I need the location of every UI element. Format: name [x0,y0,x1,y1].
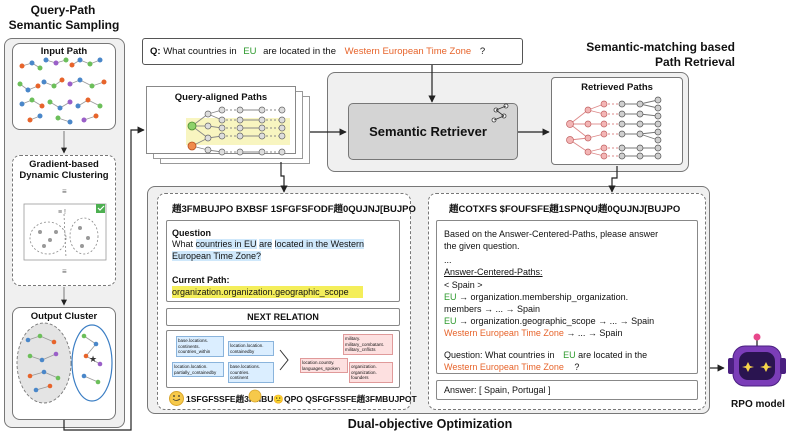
path2-rest: → organization.geographic_scope → ... → … [459,316,655,326]
path1: EU → organization.membership_organizatio… [444,291,628,303]
question2-line2: Western European Time Zone ? [444,361,579,373]
retrieved-paths-label: Retrieved Paths [581,82,653,93]
path1-line2: members → ... → Spain [444,304,541,314]
next-relation-label: NEXT RELATION [247,312,319,322]
right-opt-header: 趙COTXFS $FOUFSFE趙1SPNQU趙0QUJNJ[BUJPO [449,204,681,215]
relation-left-4: base.locations. countries. continent [228,362,274,383]
current-path-label: Current Path: [172,275,230,285]
spain-tag: < Spain > [444,280,483,290]
question-part4: European Time Zone? [172,251,262,261]
relation-left-3: location.location. partially_containedby [172,362,224,377]
answer-card [436,380,698,400]
relation-right-1: military. military_combatant. military_c… [343,334,393,355]
left-opt-header: 趙3FMBUJPO BXBSF 1SFGFSFODF趙0QUJNJ[BUJPO [172,204,416,215]
clustering-label-2: Dynamic Clustering [19,170,109,181]
path3: Western European Time Zone → ... → Spain [444,327,622,339]
smile-emoji-icon [169,391,184,406]
left-panel-title-2: Semantic Sampling [8,18,120,32]
relation-right-2: location.country. languages_spoken [300,358,348,373]
preference-footer: 1SFGFSSFE趙3FMBU😕QPO QSFGFSSFE趙3FMBUJPOT [186,394,417,404]
question-part1: What [172,239,194,249]
output-cluster-graphic: ★ [16,322,113,404]
optimization-title: Dual-objective Optimization [347,417,513,431]
input-path-graphs [19,59,105,123]
clustering-label-1: Gradient-based [29,159,99,170]
semantic-retriever-label: Semantic Retriever [369,124,487,139]
acp-label: Answer-Centered-Paths: [444,267,543,277]
path2-eu: EU [444,316,457,326]
prompt-card [436,220,698,374]
query-box [142,38,523,65]
semantic-retriever-box [348,103,518,160]
retrieval-title-1: Semantic-matching based [586,40,735,54]
prompt-line2: the given question. [444,241,520,251]
svg-text:≡: ≡ [62,187,67,196]
query-aligned-label: Query-aligned Paths [174,92,268,103]
retrieval-title-2: Path Retrieval [654,55,735,69]
smile-face-detail [172,395,181,401]
path1-rest: → organization.membership_organization. [459,292,629,302]
frown-emoji-icon [248,389,262,403]
answer-text: Answer: [ Spain, Portugal ] [444,385,551,395]
query-part1: What countries in [163,46,237,57]
q2-end: ? [574,362,580,372]
question2-line1: Question: What countries in EU are locat… [444,349,647,361]
query-aligned-tree [186,106,290,156]
question-line1: What countries in EU are located in the … [172,238,364,250]
relation-left-1: base.locations. continents. countries_wi… [176,336,224,357]
arrow-cluster-to-paths [63,126,145,431]
query-eu: EU [243,46,257,57]
input-path-label: Input Path [40,46,88,57]
retrieved-paths-box [551,77,683,165]
output-cluster-label: Output Cluster [30,311,98,322]
prompt-ellipsis: ... [444,255,452,265]
next-relation-card [166,308,400,326]
svg-text:★: ★ [89,354,97,364]
q2-part2: are located in the [578,350,648,360]
query-text: Q: What countries in EU are located in t… [150,46,485,58]
q2-part1: Question: What countries in [444,350,555,360]
path1-eu: EU [444,292,457,302]
current-path-value: organization.organization.geographic_sco… [172,286,363,298]
query-tz: Western European Time Zone [344,46,472,57]
arrow-to-right-opt [608,166,618,193]
left-panel-title-1: Query-Path [30,3,96,17]
relation-left-2: location.location. containedby [228,341,274,356]
rpo-model-label: RPO model [731,399,785,410]
query-end: ? [479,46,486,57]
question-highlight: countries in EU [195,239,257,249]
relation-right-3: organization. organization. founders [349,362,393,383]
input-path-nodes [17,57,107,125]
path2: EU → organization.geographic_scope → ...… [444,315,654,327]
question-part3: located in the Western [274,239,364,249]
relation-chevron-icon [279,349,289,371]
path3-rest: → ... → Spain [566,328,623,338]
clustering-graphic: ≡ ≡ ! ≡ [23,187,107,276]
path3-tz: Western European Time Zone [444,328,564,338]
q2-eu: EU [563,350,576,360]
question-part2: are [259,239,273,249]
input-path-box [12,43,116,130]
network-icon [491,103,509,123]
svg-text:≡: ≡ [62,267,67,276]
query-part2: are located in the [263,46,336,57]
prompt-line1: Based on the Answer-Centered-Paths, plea… [444,229,659,239]
question-line2: European Time Zone? [172,250,262,262]
robot-icon [728,333,786,387]
question-hl-text: countries in EU [195,239,257,249]
question-label: Question [172,228,212,238]
q2-tz: Western European Time Zone [444,362,564,372]
query-prefix: Q: [150,46,161,57]
retrieved-tree [566,96,662,160]
arrow-to-left-opt [280,162,288,193]
svg-text:≡ !: ≡ ! [58,209,66,216]
